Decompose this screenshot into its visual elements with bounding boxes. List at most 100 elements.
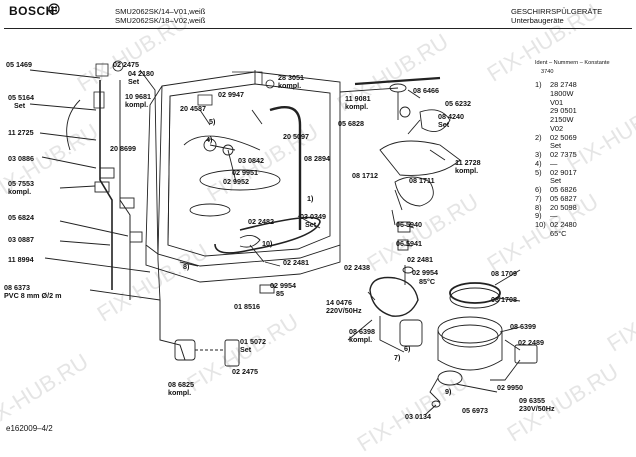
part-number-label: kompl. <box>125 100 149 109</box>
category-subtitle: Unterbaugeräte <box>511 16 564 25</box>
part-number-label: 11 2725 <box>8 128 34 137</box>
header-rule <box>4 28 632 29</box>
brand-name: BOSCH <box>9 4 55 18</box>
part-number-label: 230V/50Hz <box>519 404 555 413</box>
part-number-label: 5) <box>209 117 216 126</box>
part-number-label: 08 1708 <box>491 295 517 304</box>
part-number-label: 02 2482 <box>248 217 274 226</box>
legend-key: 7) <box>535 193 542 203</box>
part-number-label: 08 2894 <box>304 154 330 163</box>
part-number-label: 11 9081 <box>345 94 371 103</box>
model-line-1: SMU2062SK/14–V01,weiß <box>115 7 206 16</box>
part-number-label: 03 0134 <box>405 412 431 421</box>
part-number-label: 4) <box>206 135 213 144</box>
part-number-label: 05 5164 <box>8 93 34 102</box>
part-number-label: 08 6399 <box>510 322 536 331</box>
legend-value: 20 5098 <box>550 202 577 212</box>
legend-value: 02 7375 <box>550 150 577 159</box>
part-number-label: 06 5941 <box>396 239 422 248</box>
part-number-label: 28 3051 <box>278 73 304 82</box>
part-number-label: 08 1711 <box>409 176 435 185</box>
part-number-label: Set <box>240 345 252 354</box>
part-number-label: 02 9954 <box>412 268 438 277</box>
part-number-label: 10 9681 <box>125 92 151 101</box>
part-number-label: 02 9954 <box>270 281 296 290</box>
part-number-label: 08 6466 <box>413 86 439 95</box>
part-number-label: 04 2180 <box>128 69 154 78</box>
part-number-label: 08 6398 <box>349 327 375 336</box>
part-number-label: 01 8516 <box>234 302 260 311</box>
legend-value: 05 6826 <box>550 185 577 194</box>
part-number-label: 02 9952 <box>223 177 249 186</box>
legend-value: — <box>550 158 558 168</box>
part-number-label: Set <box>128 77 140 86</box>
part-number-label: 01 5072 <box>240 337 266 346</box>
legend-key: 1) <box>535 80 542 89</box>
part-number-label: 08 1709 <box>491 269 517 278</box>
part-number-label: 05 1469 <box>6 60 32 69</box>
part-number-label: 220V/50Hz <box>326 306 362 315</box>
part-number-label: kompl. <box>278 81 302 90</box>
legend-value: 02 5069 <box>550 132 577 142</box>
part-number-label: 05 7553 <box>8 179 34 188</box>
part-number-label: 11 8994 <box>8 255 34 264</box>
legend-value: Set <box>550 141 562 151</box>
part-number-label: 1) <box>307 194 314 203</box>
legend-key: 2) <box>535 132 542 142</box>
legend-value: 02 2480 <box>550 220 577 229</box>
part-number-label: 05 6828 <box>338 119 364 128</box>
part-number-label: 02 9950 <box>497 383 523 392</box>
part-number-label: PVC 8 mm Ø/2 m <box>4 291 62 300</box>
part-number-label: 08 1712 <box>352 171 378 180</box>
part-number-label: 02 9947 <box>218 90 244 99</box>
category-title: GESCHIRRSPÜLGERÄTE <box>511 7 603 16</box>
legend-key: 5) <box>535 167 542 177</box>
legend-key: 6) <box>535 185 542 194</box>
legend-value: 1800W <box>550 88 574 98</box>
part-number-label: 09 6355 <box>519 396 545 405</box>
document-id: e162009–4/2 <box>6 424 53 433</box>
part-number-label: kompl. <box>345 102 369 111</box>
legend-value: 28 2748 <box>550 80 577 89</box>
model-line-2: SMU2062SK/18–V02,weiß <box>115 16 206 25</box>
part-number-label: 02 9951 <box>232 168 258 177</box>
legend-value: V01 <box>550 97 564 107</box>
part-number-label: kompl. <box>8 187 32 196</box>
part-number-label: 9) <box>445 387 452 396</box>
part-number-label: kompl. <box>455 166 479 175</box>
part-number-label: 8) <box>183 262 190 271</box>
legend-key: 8) <box>535 202 542 212</box>
ident-header: Ident – Nummern – Konstante <box>535 60 610 66</box>
legend-key: 3) <box>535 150 542 159</box>
part-number-label: 85 <box>276 289 284 298</box>
part-number-label: 03 0887 <box>8 235 34 244</box>
part-number-label: 05 6824 <box>8 213 34 222</box>
part-number-label: 6) <box>404 344 411 353</box>
part-number-label: 03 0842 <box>238 156 264 165</box>
legend-value: 02 9017 <box>550 167 577 177</box>
part-number-label: kompl. <box>349 335 373 344</box>
part-number-label: 85°C <box>419 277 436 286</box>
part-number-label: 03 0886 <box>8 154 34 163</box>
part-number-label: 20 5097 <box>283 132 309 141</box>
part-number-label: 11 2728 <box>455 158 481 167</box>
part-number-label: 08 4240 <box>438 112 464 121</box>
legend-value: — <box>550 211 558 221</box>
legend-value: 29 0501 <box>550 106 577 116</box>
part-number-label: 02 2475 <box>232 367 258 376</box>
ident-value: 3740 <box>541 69 554 75</box>
part-number-label: 7) <box>394 353 401 362</box>
part-number-label: 08 6825 <box>168 380 194 389</box>
part-number-label: 20 4587 <box>180 104 206 113</box>
part-number-label: 03 0349 <box>300 212 326 221</box>
part-number-label: Set <box>438 120 450 129</box>
part-number-label: 06 5940 <box>396 220 422 229</box>
part-number-label: 14 0476 <box>326 298 352 307</box>
part-number-label: Set <box>14 101 26 110</box>
legend-value: 05 6827 <box>550 193 577 203</box>
part-number-label: 20 8699 <box>110 144 136 153</box>
part-number-label: 05 6232 <box>445 99 471 108</box>
part-number-label: 02 2481 <box>407 255 433 264</box>
legend-value: 2150W <box>550 115 574 124</box>
